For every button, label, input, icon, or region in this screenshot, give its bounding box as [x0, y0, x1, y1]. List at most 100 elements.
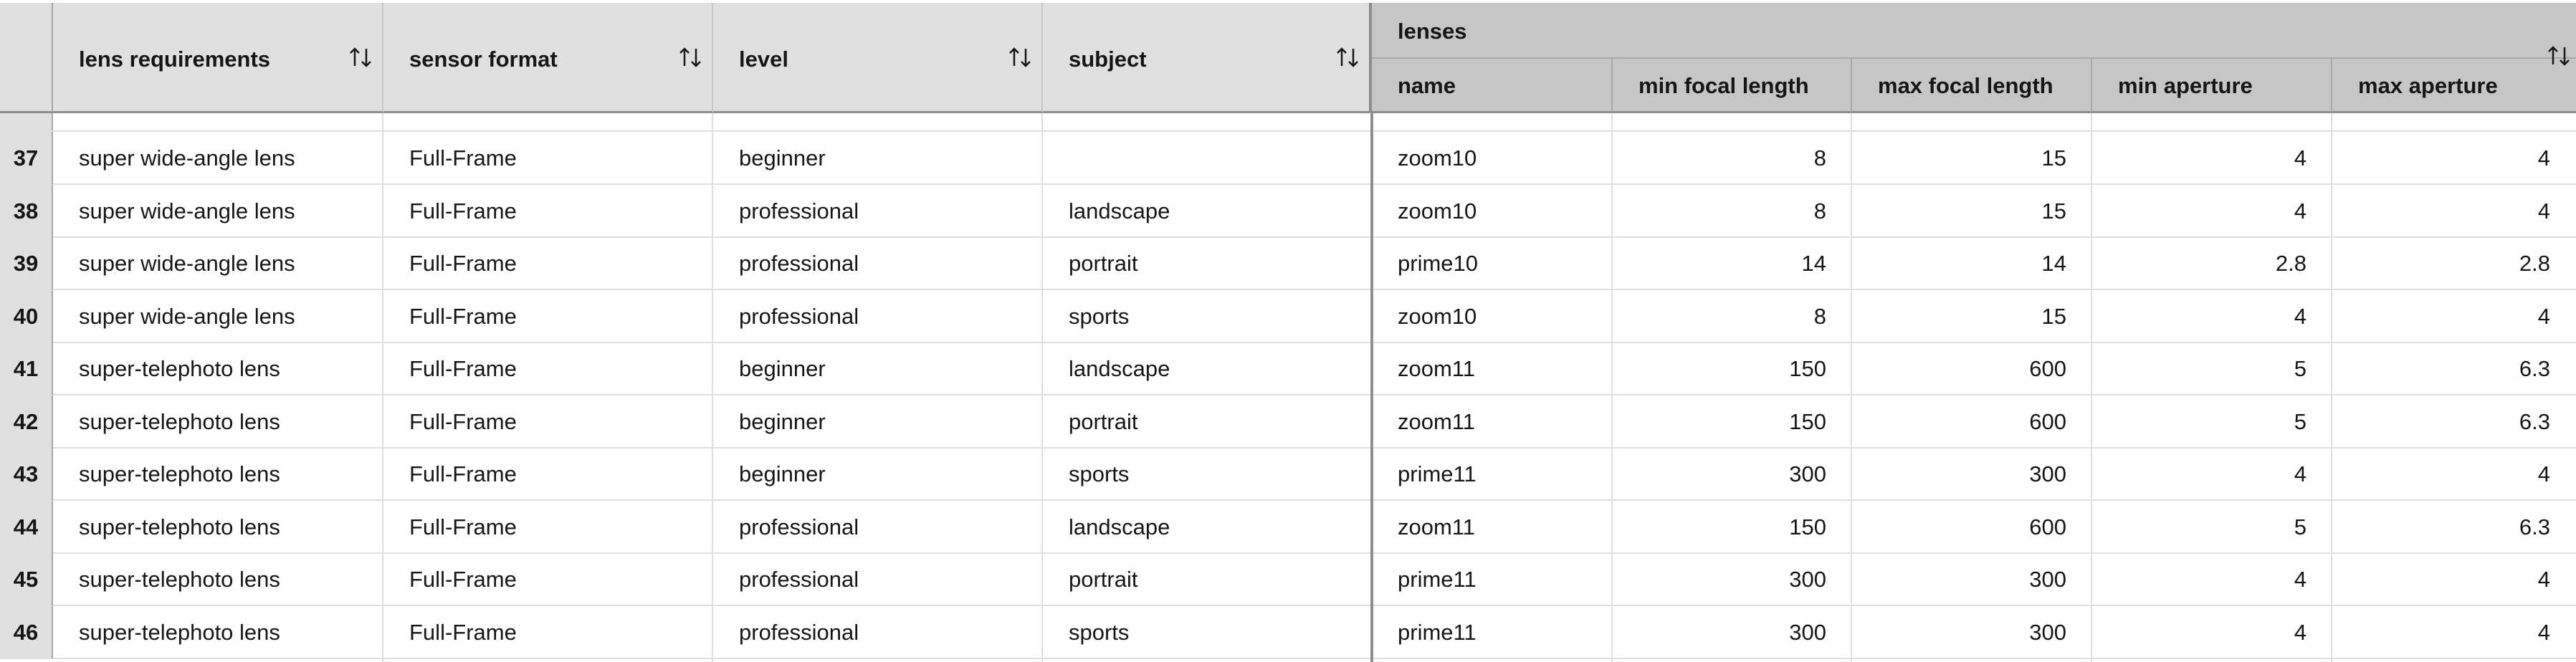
cell-max-aperture[interactable]: 4 — [2537, 619, 2550, 645]
cell-lens-requirements[interactable]: super-telephoto lens — [79, 461, 280, 486]
cell-sensor-format[interactable]: Full-Frame — [409, 461, 517, 486]
cell-level[interactable]: beginner — [739, 461, 826, 486]
cell-lens-requirements[interactable]: super wide-angle lens — [79, 145, 295, 171]
cell-sensor-format[interactable]: Full-Frame — [409, 145, 517, 171]
column-header-min-aperture[interactable]: min aperture — [2092, 59, 2332, 113]
cell-max-focal-length[interactable]: 14 — [2041, 251, 2066, 276]
column-header-name[interactable]: name — [1372, 59, 1613, 113]
cell-subject[interactable]: landscape — [1069, 198, 1170, 224]
cell-min-aperture[interactable]: 4 — [2294, 461, 2307, 486]
cell-sensor-format[interactable]: Full-Frame — [409, 514, 517, 539]
sort-arrows-icon[interactable] — [1006, 43, 1034, 72]
column-header-min-focal-length[interactable]: min focal length — [1613, 59, 1852, 113]
cell-min-focal-length[interactable]: 150 — [1789, 408, 1826, 434]
cell-max-aperture[interactable]: 6.3 — [2519, 514, 2550, 539]
cell-min-focal-length[interactable]: 300 — [1789, 461, 1826, 486]
cell-max-aperture[interactable]: 4 — [2537, 303, 2550, 329]
sort-arrows-icon[interactable] — [1333, 43, 1362, 72]
column-header-level[interactable]: level — [713, 3, 1043, 113]
cell-max-aperture[interactable]: 4 — [2537, 198, 2550, 224]
cell-lens-requirements[interactable]: super-telephoto lens — [79, 356, 280, 381]
cell-min-focal-length[interactable]: 150 — [1789, 356, 1826, 381]
cell-lens-requirements[interactable]: super-telephoto lens — [79, 408, 280, 434]
cell-level[interactable]: beginner — [739, 145, 826, 171]
cell-level[interactable]: professional — [739, 567, 859, 592]
column-header-max-focal-length[interactable]: max focal length — [1852, 59, 2092, 113]
cell-sensor-format[interactable]: Full-Frame — [409, 303, 517, 329]
cell-lens-requirements[interactable]: super wide-angle lens — [79, 198, 295, 224]
cell-min-focal-length[interactable]: 14 — [1801, 251, 1826, 276]
cell-subject[interactable]: sports — [1069, 303, 1130, 329]
cell-max-focal-length[interactable]: 300 — [2029, 567, 2066, 592]
cell-min-focal-length[interactable]: 8 — [1813, 303, 1826, 329]
sort-arrows-icon[interactable] — [346, 43, 375, 72]
cell-min-aperture[interactable]: 4 — [2294, 619, 2307, 645]
column-header-sensor-format[interactable]: sensor format — [383, 3, 713, 113]
cell-sensor-format[interactable]: Full-Frame — [409, 619, 517, 645]
column-header-max-aperture[interactable]: max aperture — [2332, 59, 2576, 113]
cell-min-focal-length[interactable]: 8 — [1813, 198, 1826, 224]
cell-max-focal-length[interactable]: 600 — [2029, 514, 2066, 539]
cell-min-aperture[interactable]: 4 — [2294, 567, 2307, 592]
cell-sensor-format[interactable]: Full-Frame — [409, 356, 517, 381]
cell-min-aperture[interactable]: 5 — [2294, 514, 2307, 539]
cell-min-focal-length[interactable]: 8 — [1813, 145, 1826, 171]
cell-lens-requirements[interactable]: super-telephoto lens — [79, 514, 280, 539]
column-header-subject[interactable]: subject — [1043, 3, 1372, 113]
cell-max-aperture[interactable]: 4 — [2537, 145, 2550, 171]
cell-lens-requirements[interactable]: super-telephoto lens — [79, 619, 280, 645]
cell-min-aperture[interactable]: 4 — [2294, 145, 2307, 171]
cell-subject[interactable]: portrait — [1069, 251, 1138, 276]
cell-sensor-format[interactable]: Full-Frame — [409, 567, 517, 592]
column-group-header-lenses[interactable]: lenses — [1372, 3, 2576, 59]
cell-min-focal-length[interactable]: 150 — [1789, 514, 1826, 539]
cell-lens-requirements[interactable]: super wide-angle lens — [79, 251, 295, 276]
cell-sensor-format[interactable]: Full-Frame — [409, 408, 517, 434]
cell-max-aperture[interactable]: 6.3 — [2519, 356, 2550, 381]
cell-subject[interactable]: landscape — [1069, 356, 1170, 381]
cell-min-aperture[interactable]: 4 — [2294, 198, 2307, 224]
cell-max-focal-length[interactable]: 15 — [2041, 303, 2066, 329]
cell-subject[interactable]: sports — [1069, 619, 1130, 645]
cell-max-aperture[interactable]: 4 — [2537, 567, 2550, 592]
cell-name[interactable]: zoom10 — [1398, 303, 1477, 329]
cell-min-focal-length[interactable]: 300 — [1789, 619, 1826, 645]
cell-min-aperture[interactable]: 4 — [2294, 303, 2307, 329]
cell-max-aperture[interactable]: 4 — [2537, 461, 2550, 486]
cell-sensor-format[interactable]: Full-Frame — [409, 198, 517, 224]
cell-name[interactable]: zoom11 — [1398, 356, 1475, 381]
cell-max-focal-length[interactable]: 600 — [2029, 408, 2066, 434]
cell-sensor-format[interactable]: Full-Frame — [409, 251, 517, 276]
cell-subject[interactable] — [1043, 132, 1372, 184]
cell-level[interactable]: professional — [739, 251, 859, 276]
cell-lens-requirements[interactable]: super wide-angle lens — [79, 303, 295, 329]
cell-min-aperture[interactable]: 5 — [2294, 356, 2307, 381]
cell-name[interactable]: zoom11 — [1398, 514, 1475, 539]
cell-max-focal-length[interactable]: 300 — [2029, 461, 2066, 486]
cell-lens-requirements[interactable]: super-telephoto lens — [79, 567, 280, 592]
cell-max-focal-length[interactable]: 300 — [2029, 619, 2066, 645]
cell-max-focal-length[interactable]: 15 — [2041, 198, 2066, 224]
cell-min-aperture[interactable]: 2.8 — [2275, 251, 2307, 276]
cell-name[interactable]: prime11 — [1398, 567, 1477, 592]
cell-max-aperture[interactable]: 6.3 — [2519, 408, 2550, 434]
sort-arrows-icon[interactable] — [2544, 42, 2573, 70]
cell-max-focal-length[interactable]: 600 — [2029, 356, 2066, 381]
cell-name[interactable]: zoom10 — [1398, 145, 1477, 171]
cell-subject[interactable]: portrait — [1069, 408, 1138, 434]
cell-max-aperture[interactable]: 2.8 — [2519, 251, 2550, 276]
cell-level[interactable]: beginner — [739, 408, 826, 434]
cell-subject[interactable]: landscape — [1069, 514, 1170, 539]
cell-min-focal-length[interactable]: 300 — [1789, 567, 1826, 592]
cell-name[interactable]: prime11 — [1398, 461, 1477, 486]
sort-arrows-icon[interactable] — [676, 43, 705, 72]
cell-level[interactable]: professional — [739, 303, 859, 329]
